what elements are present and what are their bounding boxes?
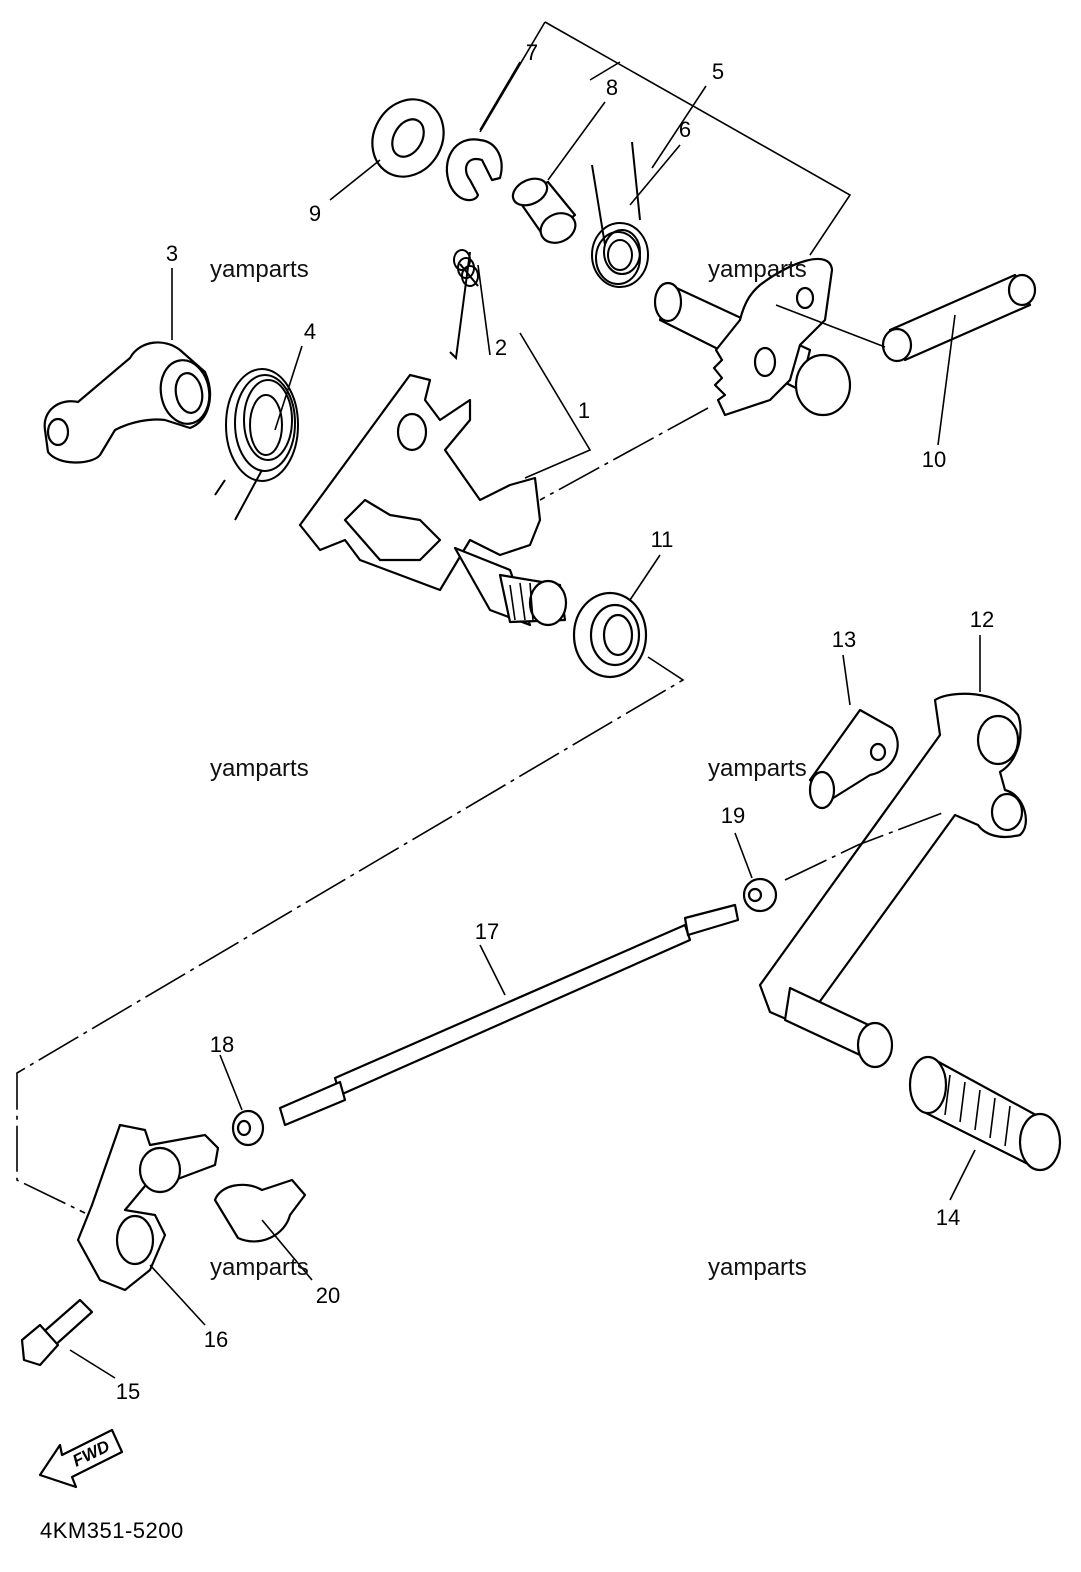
upper-shift-arm xyxy=(539,257,886,501)
part-14-pedal-rubber xyxy=(908,1055,1062,1172)
callout-14: 14 xyxy=(935,1205,961,1230)
leader-lines xyxy=(69,61,981,1379)
callout-9: 9 xyxy=(308,201,322,226)
callout-1: 1 xyxy=(577,398,591,423)
part-8-collar xyxy=(511,177,577,244)
part-11-oil-seal xyxy=(572,591,648,679)
part-20-cap xyxy=(213,1178,307,1243)
callout-19: 19 xyxy=(720,803,746,828)
callout-2: 2 xyxy=(494,335,508,360)
part-17-shift-rod xyxy=(278,903,740,1127)
watermark: yamparts xyxy=(210,1254,309,1281)
callout-6: 6 xyxy=(678,117,692,142)
diagram-code: 4KM351-5200 xyxy=(40,1518,184,1543)
part-4-spring xyxy=(214,368,299,521)
part-2-small-spring xyxy=(449,249,479,361)
watermark: yamparts xyxy=(210,256,309,283)
part-7-circlip xyxy=(445,138,503,202)
fwd-arrow-icon xyxy=(38,1428,124,1489)
part-19-nut xyxy=(742,877,778,913)
part-18-nut xyxy=(231,1109,265,1147)
callout-5: 5 xyxy=(711,59,725,84)
callout-3: 3 xyxy=(165,241,179,266)
callout-7: 7 xyxy=(525,40,539,65)
watermark: yamparts xyxy=(708,1254,807,1281)
callout-16: 16 xyxy=(203,1327,229,1352)
callout-13: 13 xyxy=(831,627,857,652)
watermark: yamparts xyxy=(708,755,807,782)
part-6-spring xyxy=(591,141,649,288)
callout-18: 18 xyxy=(209,1032,235,1057)
assembly-brackets xyxy=(16,21,852,1214)
part-9-washer xyxy=(371,98,445,178)
callout-11: 11 xyxy=(650,527,674,552)
part-3-shift-arm xyxy=(43,341,212,464)
callout-8: 8 xyxy=(605,75,619,100)
part-1-shift-shaft xyxy=(298,373,568,627)
part-16-lower-arm xyxy=(76,1123,220,1292)
callout-15: 15 xyxy=(115,1379,141,1404)
watermark: yamparts xyxy=(708,256,807,283)
part-10-rod xyxy=(881,273,1037,363)
callout-20: 20 xyxy=(315,1283,341,1308)
part-15-bolt xyxy=(20,1298,94,1367)
part-13-joint xyxy=(808,708,899,810)
callout-4: 4 xyxy=(303,319,317,344)
part-12-shift-pedal xyxy=(758,692,1027,1069)
callout-10: 10 xyxy=(921,447,947,472)
watermark: yamparts xyxy=(210,755,309,782)
callout-12: 12 xyxy=(969,607,995,632)
callout-17: 17 xyxy=(474,919,500,944)
